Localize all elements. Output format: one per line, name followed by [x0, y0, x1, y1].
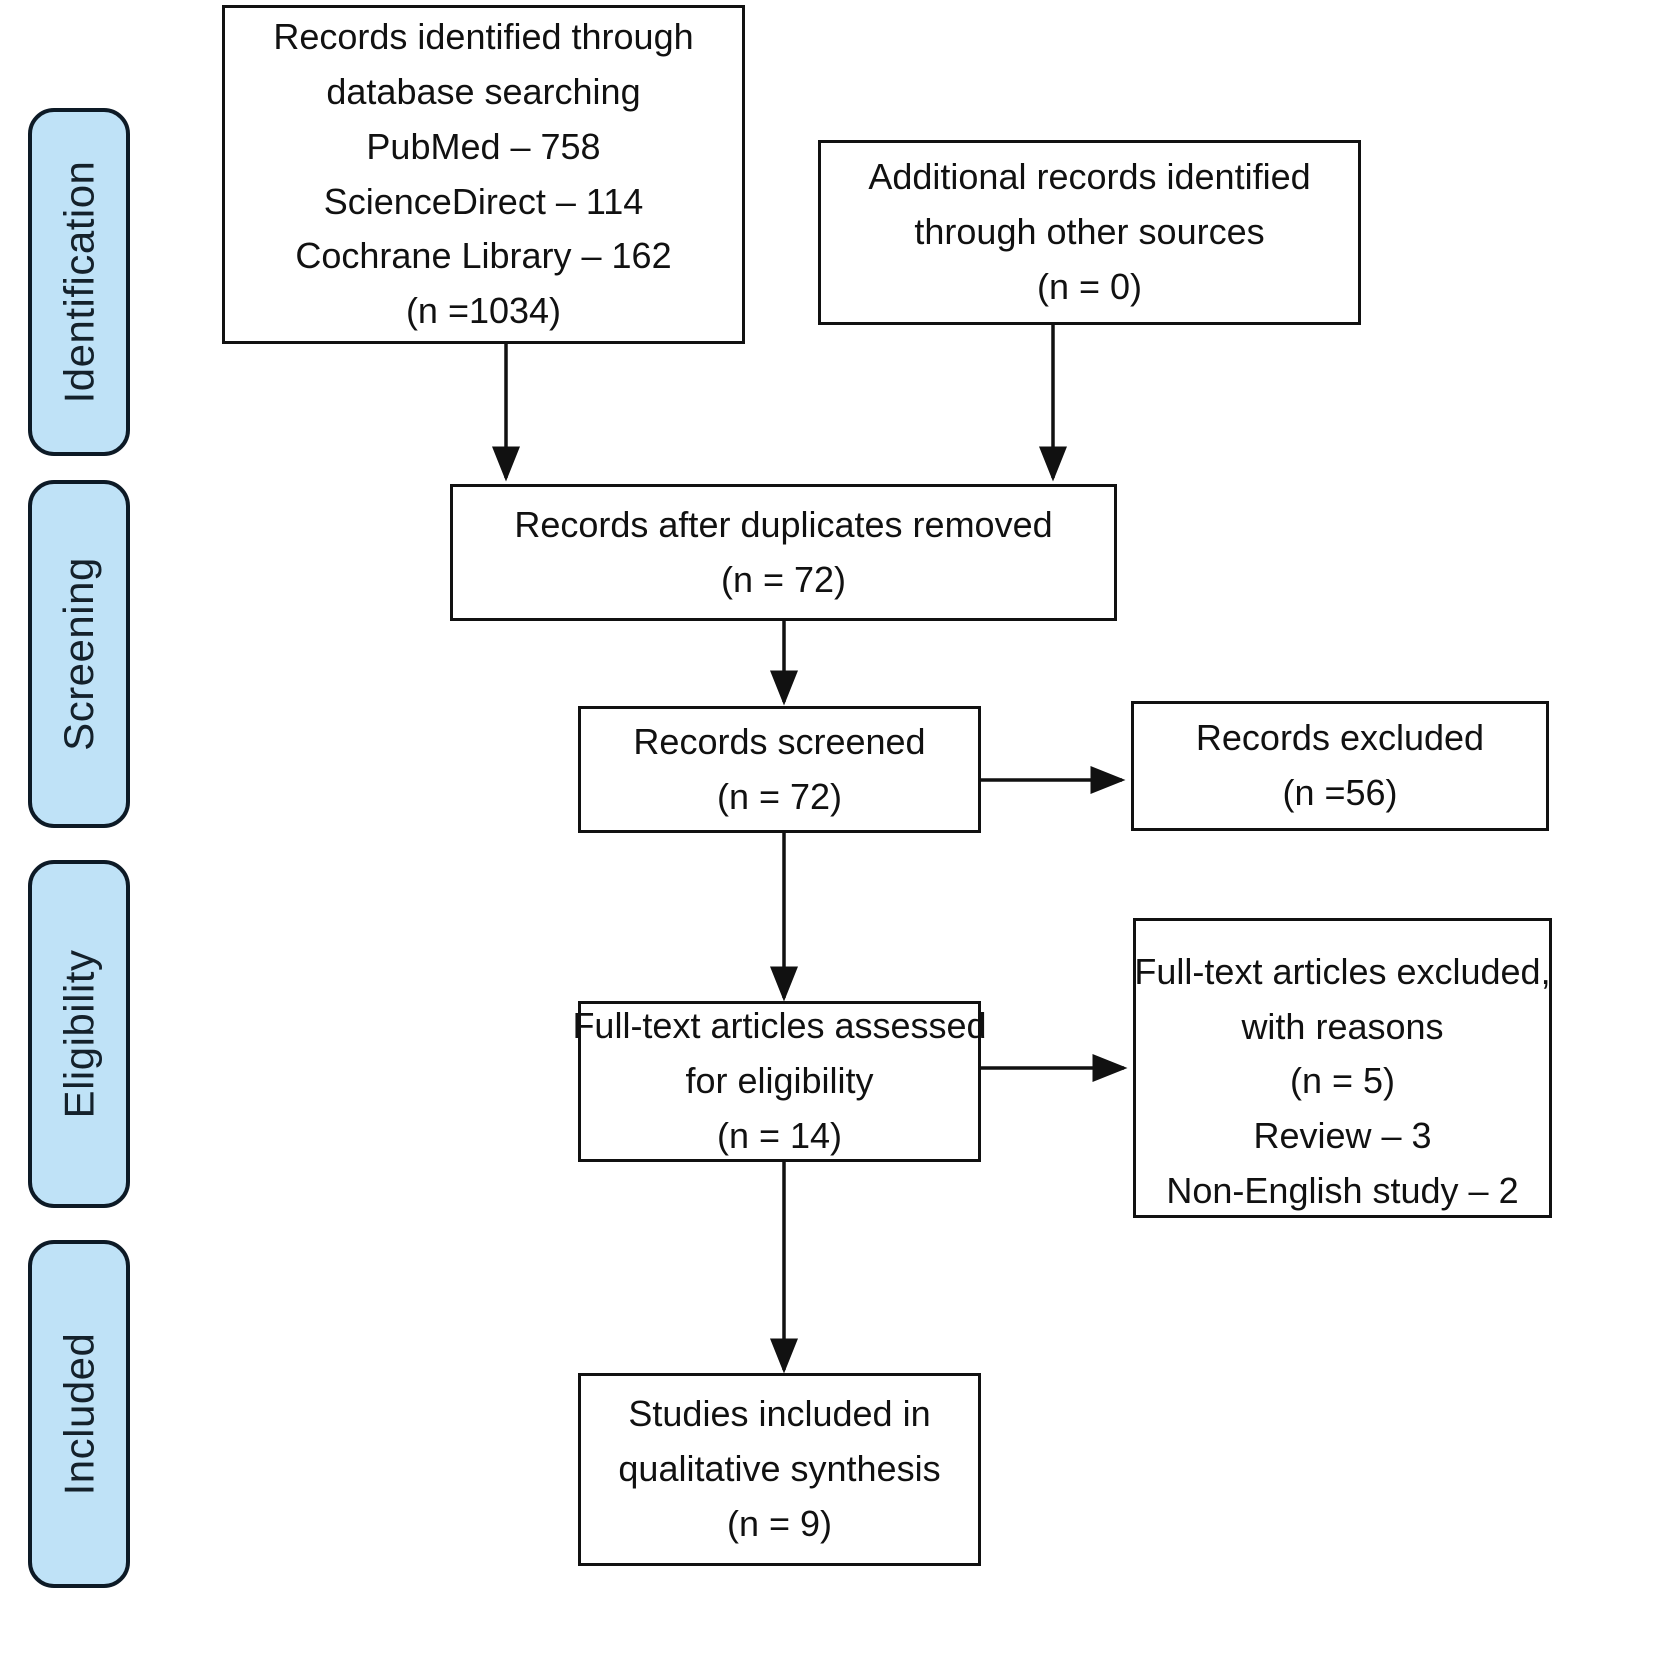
- box-line: PubMed – 758: [366, 125, 601, 167]
- box-studies-included: Studies included in qualitative synthesi…: [578, 1373, 981, 1566]
- box-line: Additional records identified: [868, 156, 1311, 198]
- box-line: Records after duplicates removed: [514, 503, 1053, 545]
- stage-pill-identification: Identification: [28, 108, 130, 456]
- box-records-screened: Records screened (n = 72): [578, 706, 981, 833]
- stage-pill-screening: Screening: [28, 480, 130, 828]
- box-line: (n =56): [1282, 772, 1398, 813]
- box-line: through other sources: [914, 211, 1265, 253]
- box-line: (n = 0): [1036, 265, 1143, 307]
- box-line: (n = 72): [720, 558, 847, 600]
- box-records-excluded: Records excluded (n =56): [1131, 701, 1549, 831]
- stage-label-identification: Identification: [55, 160, 103, 404]
- stage-pill-included: Included: [28, 1240, 130, 1588]
- box-line: Studies included in: [628, 1393, 931, 1435]
- box-line: Records identified through: [273, 16, 694, 58]
- box-line: Full-text articles excluded,: [1134, 951, 1551, 992]
- box-line: Records screened: [633, 720, 926, 762]
- stage-pill-eligibility: Eligibility: [28, 860, 130, 1208]
- box-database-records: Records identified through database sear…: [222, 5, 745, 344]
- box-line: (n = 14): [716, 1114, 843, 1156]
- box-line: (n =1034): [405, 289, 562, 331]
- box-line: with reasons: [1241, 1005, 1444, 1047]
- box-line: database searching: [326, 71, 641, 113]
- stage-label-eligibility: Eligibility: [55, 949, 103, 1119]
- box-line: Non-English study – 2: [1166, 1169, 1519, 1211]
- box-line: (n = 9): [726, 1502, 833, 1544]
- stage-label-screening: Screening: [55, 557, 102, 751]
- box-fulltext-excluded: Full-text articles excluded, with reason…: [1133, 918, 1552, 1218]
- box-line: qualitative synthesis: [618, 1448, 941, 1490]
- box-other-sources: Additional records identified through ot…: [818, 140, 1361, 325]
- stage-label-included: Included: [55, 1332, 103, 1496]
- box-line: for eligibility: [685, 1060, 874, 1102]
- box-line: Full-text articles assessed: [572, 1005, 987, 1047]
- box-line: (n = 5): [1289, 1060, 1396, 1102]
- box-line: (n = 72): [716, 775, 843, 817]
- box-line: ScienceDirect – 114: [323, 180, 644, 222]
- box-line: Review – 3: [1253, 1115, 1432, 1157]
- box-fulltext-assessed: Full-text articles assessed for eligibil…: [572, 1001, 987, 1162]
- box-line: Cochrane Library – 162: [295, 235, 672, 277]
- box-duplicates-removed: Records after duplicates removed (n = 72…: [450, 484, 1117, 621]
- box-line: Records excluded: [1195, 717, 1485, 759]
